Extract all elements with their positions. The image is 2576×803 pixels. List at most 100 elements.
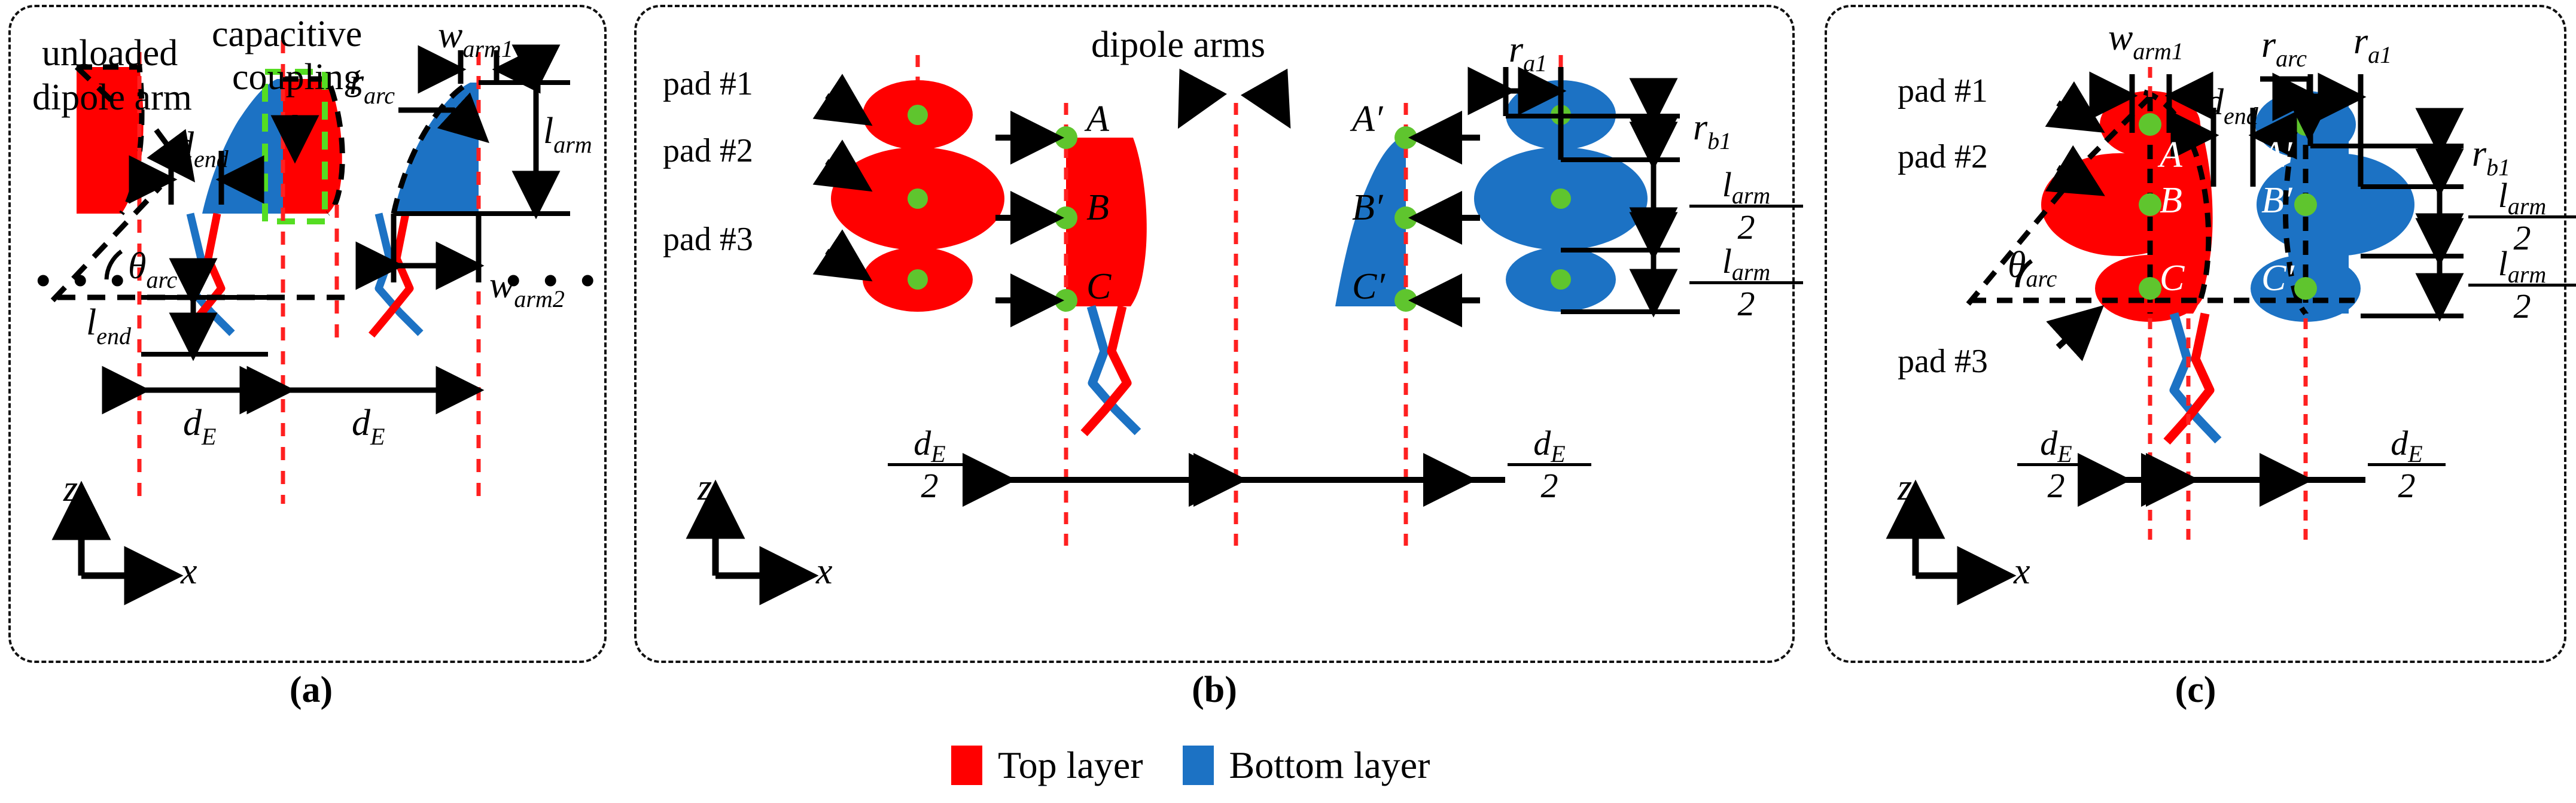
d-end-label-a: dend	[175, 124, 229, 172]
pad3-label-b: pad #3	[663, 221, 753, 258]
axis-z-label-a: z	[63, 469, 78, 509]
r-b1-subscript: b1	[1707, 127, 1732, 155]
panel-a: unloaded dipole arm capacitive coupling …	[8, 5, 607, 663]
point-label-B: B	[1086, 187, 1109, 228]
w-arm1-subscript-c: arm1	[2133, 38, 2184, 65]
d-end-subscript: end	[194, 145, 229, 173]
theta-arc-marker	[104, 250, 123, 280]
l-arm-subscript: arm	[553, 131, 592, 159]
theta-slope-c	[1966, 180, 2072, 306]
axis-z-label-c: z	[1898, 467, 1913, 508]
point-marker-C	[1055, 289, 1077, 312]
point-label-A-prime-c: A′	[2261, 135, 2292, 175]
d-end-label-c: dend	[2205, 81, 2258, 129]
l-arm-half-lower-num: larm	[1722, 242, 1771, 285]
r-b1-symbol-c: r	[2472, 133, 2487, 174]
pad-marker-red-2	[908, 188, 928, 209]
d-e-right-label-a: dE	[352, 402, 385, 450]
leader-pad2-b	[812, 139, 873, 192]
l-arm-half-lower-c: larm 2	[2468, 247, 2576, 324]
w-arm2-label-a: warm2	[489, 264, 565, 312]
feed-line-red-b	[1080, 305, 1132, 437]
unloaded-label-line2: dipole arm	[32, 77, 192, 118]
dipole-arm-red-b	[1066, 138, 1147, 306]
dipole-arms-title: dipole arms	[1091, 25, 1265, 65]
d-e-half-left-den: 2	[921, 466, 939, 505]
caption-b: (b)	[1192, 670, 1237, 710]
point-marker-A	[1055, 126, 1077, 149]
d-e-half-right-b: dE 2	[1508, 426, 1591, 503]
d-e-half-right-den: 2	[1540, 466, 1558, 505]
point-label-B-prime: B′	[1352, 187, 1383, 228]
r-arc-label-c: rarc	[2261, 24, 2307, 72]
point-label-C-c: C	[2160, 258, 2185, 299]
capacitive-label-line1: capacitive	[212, 14, 363, 54]
l-arm-half-upper-num: larm	[1722, 165, 1771, 209]
theta-slope-upper	[74, 65, 120, 108]
leader-pad1-b	[812, 74, 873, 126]
leader-pad1-c	[2045, 81, 2105, 133]
arc-outline-2	[283, 76, 345, 216]
r-b1-symbol: r	[1693, 107, 1708, 148]
r-a1-label-c: ra1	[2353, 20, 2392, 68]
d-e-half-right-c: dE 2	[2368, 426, 2446, 503]
d-e-half-right-bar-c	[2368, 463, 2446, 466]
theta-slope-left	[50, 184, 163, 303]
theta-arc-marker-c	[2015, 259, 2033, 288]
d-e-half-left-bar-c	[2017, 463, 2095, 466]
point-marker-C-c	[2139, 277, 2161, 300]
top-layer-swatch-icon	[951, 746, 982, 785]
l-arm-half-lower-den: 2	[1737, 284, 1755, 323]
arc-outline-red-c	[2143, 89, 2212, 302]
d-e-left-symbol: d	[183, 403, 202, 443]
pad-marker-blue-2	[1551, 188, 1571, 209]
d-e-right-subscript: E	[370, 423, 385, 451]
axis-x-label-b: x	[816, 551, 833, 592]
l-arm-half-upper-c: larm 2	[2468, 178, 2576, 256]
pad-marker-red-1	[908, 105, 928, 125]
axis-x-label-a: x	[181, 551, 197, 592]
r-arc-subscript-c: arc	[2276, 45, 2307, 72]
l-arm-label-a: larm	[543, 110, 592, 158]
leader-pad3-b	[812, 229, 873, 282]
r-a1-label-b: ra1	[1509, 29, 1547, 77]
d-e-left-label-a: dE	[183, 402, 216, 450]
r-b1-label-b: rb1	[1693, 107, 1731, 154]
r-arc-label-a: rarc	[349, 61, 395, 109]
pad2-label-c: pad #2	[1898, 138, 1988, 175]
l-arm-half-lower-den-c: 2	[2513, 287, 2531, 326]
pad1-label-b: pad #1	[663, 65, 753, 102]
feed-line-blue-b	[1086, 305, 1141, 436]
top-layer-label: Top layer	[998, 744, 1143, 786]
point-label-A: A	[1086, 99, 1109, 139]
panel-b-graphics	[686, 55, 1680, 606]
point-label-A-c: A	[2160, 135, 2182, 175]
r-b1-subscript-c: b1	[2486, 154, 2511, 181]
leader-pad2-c	[2045, 145, 2105, 196]
d-e-half-left-den-c: 2	[2047, 466, 2065, 505]
r-a1-symbol-c: r	[2353, 21, 2368, 62]
dipole-arm-blue-b	[1335, 138, 1406, 306]
figure-legend: Top layer Bottom layer	[951, 743, 1430, 787]
panel-b: dipole arms pad #1 pad #2 pad #3 A B C A…	[634, 5, 1803, 663]
pad-marker-blue-3	[1551, 269, 1571, 290]
leader-pad3-c	[2046, 305, 2105, 361]
d-end-symbol: d	[175, 125, 194, 166]
l-end-label-a: lend	[86, 302, 131, 349]
d-e-left-subscript: E	[202, 423, 217, 451]
l-arm-symbol: l	[543, 111, 554, 151]
r-arc-symbol-c: r	[2261, 25, 2276, 65]
r-a1-subscript-c: a1	[2368, 41, 2392, 69]
unloaded-label-line1: unloaded	[42, 33, 178, 74]
theta-arc-label-a: θarc	[128, 245, 177, 293]
d-e-half-left-num-c: dE	[2040, 424, 2072, 467]
pad3-label-c: pad #3	[1898, 343, 1988, 380]
point-label-A-prime: A′	[1352, 99, 1383, 139]
d-e-half-right-den-c: 2	[2398, 466, 2416, 505]
l-arm-half-upper-den: 2	[1737, 208, 1755, 247]
bottom-layer-swatch-icon	[1182, 746, 1214, 785]
leader-r-arc	[398, 92, 489, 144]
capacitive-coupling-box	[262, 69, 328, 224]
bottom-layer-label: Bottom layer	[1229, 744, 1430, 786]
l-end-subscript: end	[96, 323, 131, 350]
